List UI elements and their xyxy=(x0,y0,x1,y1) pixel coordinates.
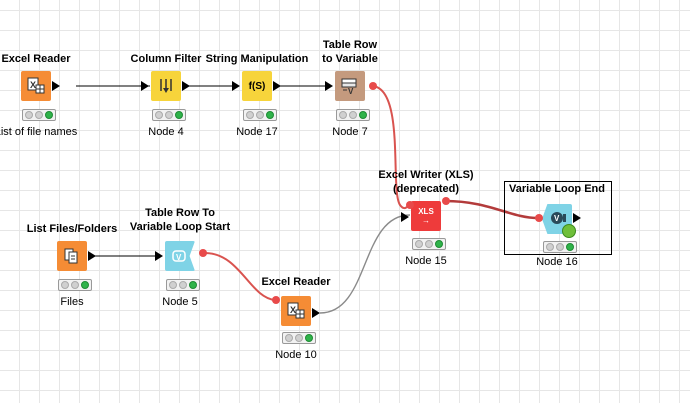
input-port[interactable] xyxy=(232,81,240,91)
status-lamp-red xyxy=(155,111,163,119)
status-lamp-red xyxy=(546,243,554,251)
status-lamp-red xyxy=(415,240,423,248)
status-lamp-green xyxy=(359,111,367,119)
node-title-line-1: Table Row xyxy=(322,39,378,51)
svg-text:X: X xyxy=(30,80,36,90)
input-port[interactable] xyxy=(141,81,149,91)
input-port[interactable] xyxy=(155,251,163,261)
status-lamp-red xyxy=(285,334,293,342)
status-lamp-yellow xyxy=(165,111,173,119)
status-lamp-green xyxy=(45,111,53,119)
status-lamp-yellow xyxy=(425,240,433,248)
output-port[interactable] xyxy=(52,81,60,91)
node-label[interactable]: Node 16 xyxy=(536,256,578,268)
svg-text:V: V xyxy=(348,87,354,95)
node-title-line-1: Excel Writer (XLS) xyxy=(378,169,474,181)
status-lamp-green xyxy=(566,243,574,251)
status-lamp-red xyxy=(61,281,69,289)
status-traffic-light xyxy=(336,109,370,121)
variable-output-port[interactable] xyxy=(442,197,450,205)
svg-text:V: V xyxy=(176,253,182,262)
arrow-right-icon: → xyxy=(422,216,430,225)
svg-text:X: X xyxy=(290,305,296,315)
status-traffic-light xyxy=(152,109,186,121)
output-port[interactable] xyxy=(182,81,190,91)
node-label[interactable]: Node 7 xyxy=(332,126,368,138)
variable-input-port[interactable] xyxy=(535,214,543,222)
input-port[interactable] xyxy=(401,212,409,222)
variable-output-port[interactable] xyxy=(369,82,377,90)
excel-writer-glyph: XLS xyxy=(418,207,434,216)
variable-input-port[interactable] xyxy=(272,296,280,304)
excel-reader-icon[interactable]: X xyxy=(281,296,311,326)
excel-reader-icon[interactable]: X xyxy=(21,71,51,101)
node-title-line-2: to Variable xyxy=(322,53,378,65)
node-title-line-1: Table Row To xyxy=(145,207,215,219)
node-title-line-2: Variable Loop Start xyxy=(129,221,231,233)
loop-refresh-icon xyxy=(562,224,576,238)
status-lamp-red xyxy=(246,111,254,119)
node-label[interactable]: Node 5 xyxy=(162,296,198,308)
status-lamp-red xyxy=(25,111,33,119)
status-lamp-green xyxy=(305,334,313,342)
svg-text:V: V xyxy=(554,214,560,223)
table-row-to-variable-icon[interactable]: V xyxy=(335,71,365,101)
node-title-line-2: (deprecated) xyxy=(392,183,460,195)
node-label[interactable]: Node 17 xyxy=(236,126,278,138)
status-lamp-green xyxy=(266,111,274,119)
status-lamp-yellow xyxy=(349,111,357,119)
output-port[interactable] xyxy=(312,308,320,318)
status-lamp-yellow xyxy=(556,243,564,251)
node-label[interactable]: List of file names xyxy=(0,126,78,138)
status-lamp-yellow xyxy=(179,281,187,289)
node-label[interactable]: Node 4 xyxy=(148,126,184,138)
output-port[interactable] xyxy=(573,213,581,223)
status-lamp-yellow xyxy=(256,111,264,119)
status-lamp-yellow xyxy=(71,281,79,289)
node-title: List Files/Folders xyxy=(26,223,118,235)
list-files-icon[interactable] xyxy=(57,241,87,271)
node-title: Excel Reader xyxy=(261,276,331,288)
output-port[interactable] xyxy=(88,251,96,261)
output-port[interactable] xyxy=(273,81,281,91)
status-traffic-light xyxy=(58,279,92,291)
node-label[interactable]: Node 15 xyxy=(405,255,447,267)
input-port[interactable] xyxy=(325,81,333,91)
selection-box xyxy=(504,181,612,255)
status-lamp-green xyxy=(435,240,443,248)
status-lamp-green xyxy=(81,281,89,289)
status-lamp-yellow xyxy=(35,111,43,119)
string-manipulation-icon[interactable]: f(S) xyxy=(242,71,272,101)
variable-output-port[interactable] xyxy=(199,249,207,257)
status-lamp-green xyxy=(189,281,197,289)
status-traffic-light xyxy=(543,241,577,253)
variable-input-port[interactable] xyxy=(406,201,414,209)
column-filter-icon[interactable] xyxy=(151,71,181,101)
loop-start-icon[interactable]: V xyxy=(165,241,195,271)
node-title: Variable Loop End xyxy=(509,183,605,195)
node-title: Column Filter xyxy=(130,53,202,65)
status-lamp-green xyxy=(175,111,183,119)
status-traffic-light xyxy=(282,332,316,344)
status-traffic-light xyxy=(166,279,200,291)
status-traffic-light xyxy=(412,238,446,250)
status-traffic-light xyxy=(243,109,277,121)
node-label[interactable]: Files xyxy=(60,296,84,308)
node-title: String Manipulation xyxy=(205,53,309,65)
status-lamp-yellow xyxy=(295,334,303,342)
node-label[interactable]: Node 10 xyxy=(275,349,317,361)
status-traffic-light xyxy=(22,109,56,121)
status-lamp-red xyxy=(339,111,347,119)
node-title: Excel Reader xyxy=(1,53,71,65)
excel-writer-icon[interactable]: XLS → xyxy=(411,201,441,231)
status-lamp-red xyxy=(169,281,177,289)
